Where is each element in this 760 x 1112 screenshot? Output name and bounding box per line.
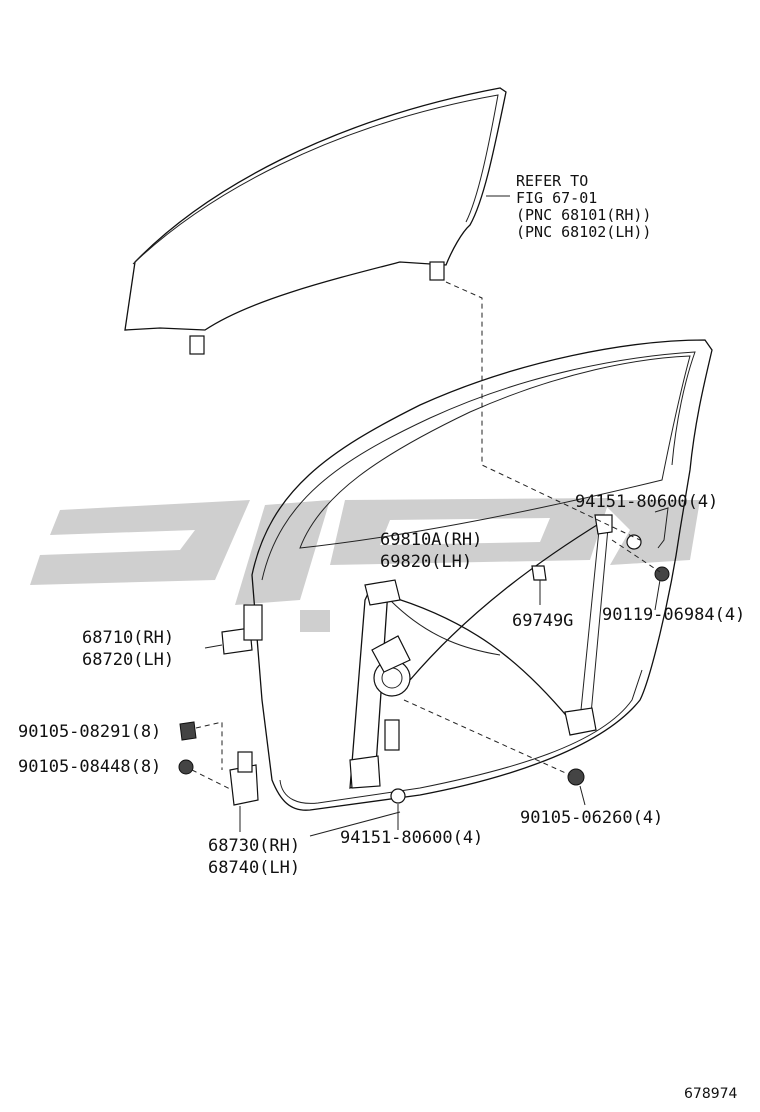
reference-note: REFER TO FIG 67-01 (PNC 68101(RH)) (PNC … <box>516 172 651 241</box>
watermark-logo <box>30 498 700 632</box>
window-regulator <box>349 514 613 789</box>
reference-line-4: (PNC 68102(LH)) <box>516 223 651 241</box>
door-frame <box>251 339 713 811</box>
label-bolt-hinge-a: 90105-08291(8) <box>18 722 161 742</box>
label-regulator-lh: 69820(LH) <box>380 552 472 572</box>
leader-lines <box>191 195 669 837</box>
label-hinge-upper-lh: 68720(LH) <box>82 650 174 670</box>
label-hinge-upper-rh: 68710(RH) <box>82 628 174 648</box>
label-regulator-rh: 69810A(RH) <box>380 530 482 550</box>
label-nut-top: 94151-80600(4) <box>575 492 718 512</box>
label-clip: 69749G <box>512 611 573 631</box>
label-hinge-lower-rh: 68730(RH) <box>208 836 300 856</box>
reference-line-3: (PNC 68101(RH)) <box>516 206 651 224</box>
reference-line-2: FIG 67-01 <box>516 189 597 207</box>
figure-code: 678974 <box>684 1086 738 1102</box>
label-hinge-lower-lh: 68740(LH) <box>208 858 300 878</box>
label-nut-bottom: 94151-80600(4) <box>340 828 483 848</box>
lower-hinge <box>229 751 259 806</box>
reference-line-1: REFER TO <box>516 172 588 190</box>
label-bolt-hinge-b: 90105-08448(8) <box>18 757 161 777</box>
upper-hinge <box>221 604 263 655</box>
label-bolt-bottom-right: 90105-06260(4) <box>520 808 663 828</box>
label-bolt-right: 90119-06984(4) <box>602 605 745 625</box>
door-glass <box>124 87 507 355</box>
